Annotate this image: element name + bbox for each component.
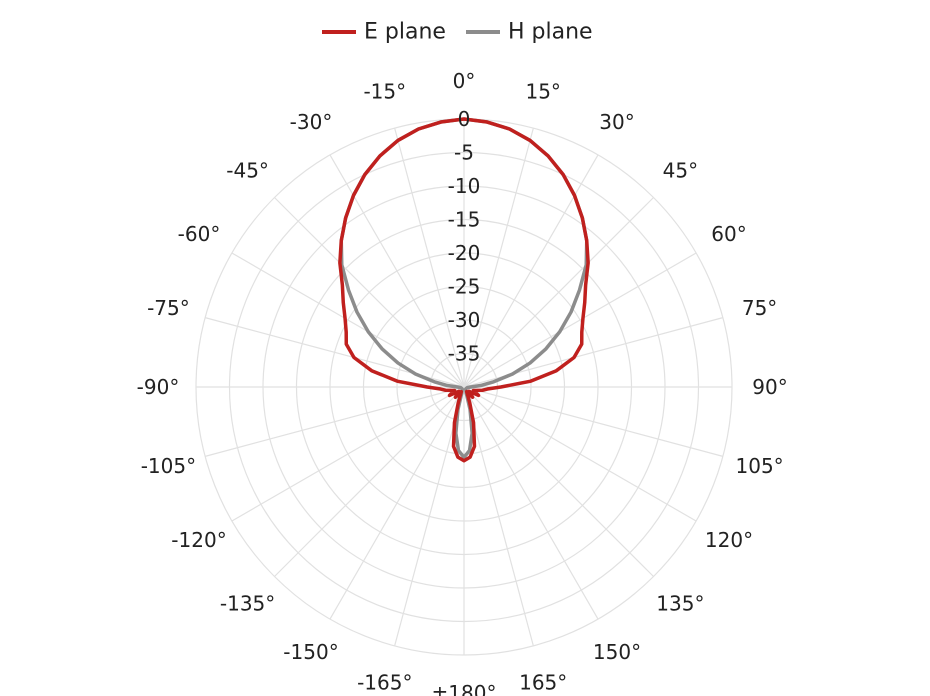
legend-entry[interactable]: H plane [508,20,593,45]
grid-spoke [463,197,654,388]
radial-tick-label: -25 [448,275,481,299]
angular-tick-label: -15° [363,79,406,103]
radial-tick-label: 0 [458,107,471,131]
legend-entry[interactable]: E plane [364,20,446,45]
angular-tick-label: 0° [453,69,476,93]
radial-tick-label: -10 [448,174,481,198]
grid-spoke [463,386,724,457]
angular-tick-label: -45° [226,159,269,183]
angular-tick-label: -165° [357,671,412,695]
angular-tick-label: -120° [171,528,226,552]
angular-tick-label: 75° [742,296,777,320]
angular-tick-label: 15° [525,79,560,103]
angular-tick-label: -135° [220,591,275,615]
radial-tick-label: -15 [448,208,481,232]
angular-tick-label: ±180° [432,681,497,696]
angular-tick-label: 135° [656,591,704,615]
angular-tick-label: -150° [283,640,338,664]
grid-spoke [463,386,654,577]
legend[interactable]: E plane H plane [322,20,593,45]
grid-spoke [204,386,465,457]
grid-spoke [394,127,465,388]
radial-tick-labels: 0 -5 -10 -15 -20 -25 -30 -35 [448,107,481,366]
grid-spoke [463,154,599,388]
grid-spoke [463,127,534,388]
angular-tick-label: 90° [752,375,787,399]
grid-spoke [329,154,465,388]
grid-spoke [274,386,465,577]
grid-spoke [463,252,697,388]
series-line-e-plane [338,117,590,463]
angular-tick-label: -90° [137,375,180,399]
angular-tick-label: 30° [599,110,634,134]
radial-tick-label: -30 [448,308,481,332]
angular-tick-label: 165° [519,671,567,695]
angular-tick-labels: 0° 15° 30° 45° 60° 75° 90° 105° 120° 135° 150° 165°… [137,69,788,696]
radial-tick-label: -5 [454,141,474,165]
angular-tick-label: 105° [736,454,784,478]
angular-tick-label: -75° [147,296,190,320]
polar-grid [195,118,733,656]
angular-tick-label: 45° [663,159,698,183]
grid-spoke [463,386,697,522]
angular-tick-label: 60° [711,222,746,246]
grid-spoke [274,197,465,388]
grid-spoke [329,386,465,620]
angular-tick-label: -60° [178,222,221,246]
radial-tick-label: -20 [448,241,481,265]
angular-tick-label: -30° [290,110,333,134]
radial-tick-label: -35 [448,342,481,366]
grid-spoke [231,252,465,388]
angular-tick-label: -105° [141,454,196,478]
series-layer [338,117,590,463]
angular-tick-label: 150° [593,640,641,664]
grid-spoke [231,386,465,522]
angular-tick-label: 120° [705,528,753,552]
grid-spoke [463,386,599,620]
